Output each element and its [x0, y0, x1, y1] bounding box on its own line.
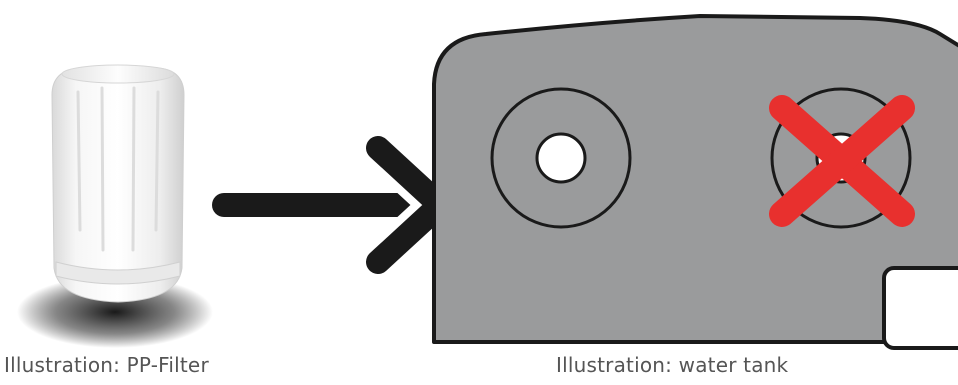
pp-filter-illustration	[17, 65, 213, 348]
arrow-right-icon	[224, 148, 440, 262]
water-tank-caption: Illustration: water tank	[556, 353, 788, 377]
filter-caption: Illustration: PP-Filter	[4, 353, 209, 377]
filter-top-cap	[62, 65, 174, 83]
tank-window	[884, 268, 958, 348]
